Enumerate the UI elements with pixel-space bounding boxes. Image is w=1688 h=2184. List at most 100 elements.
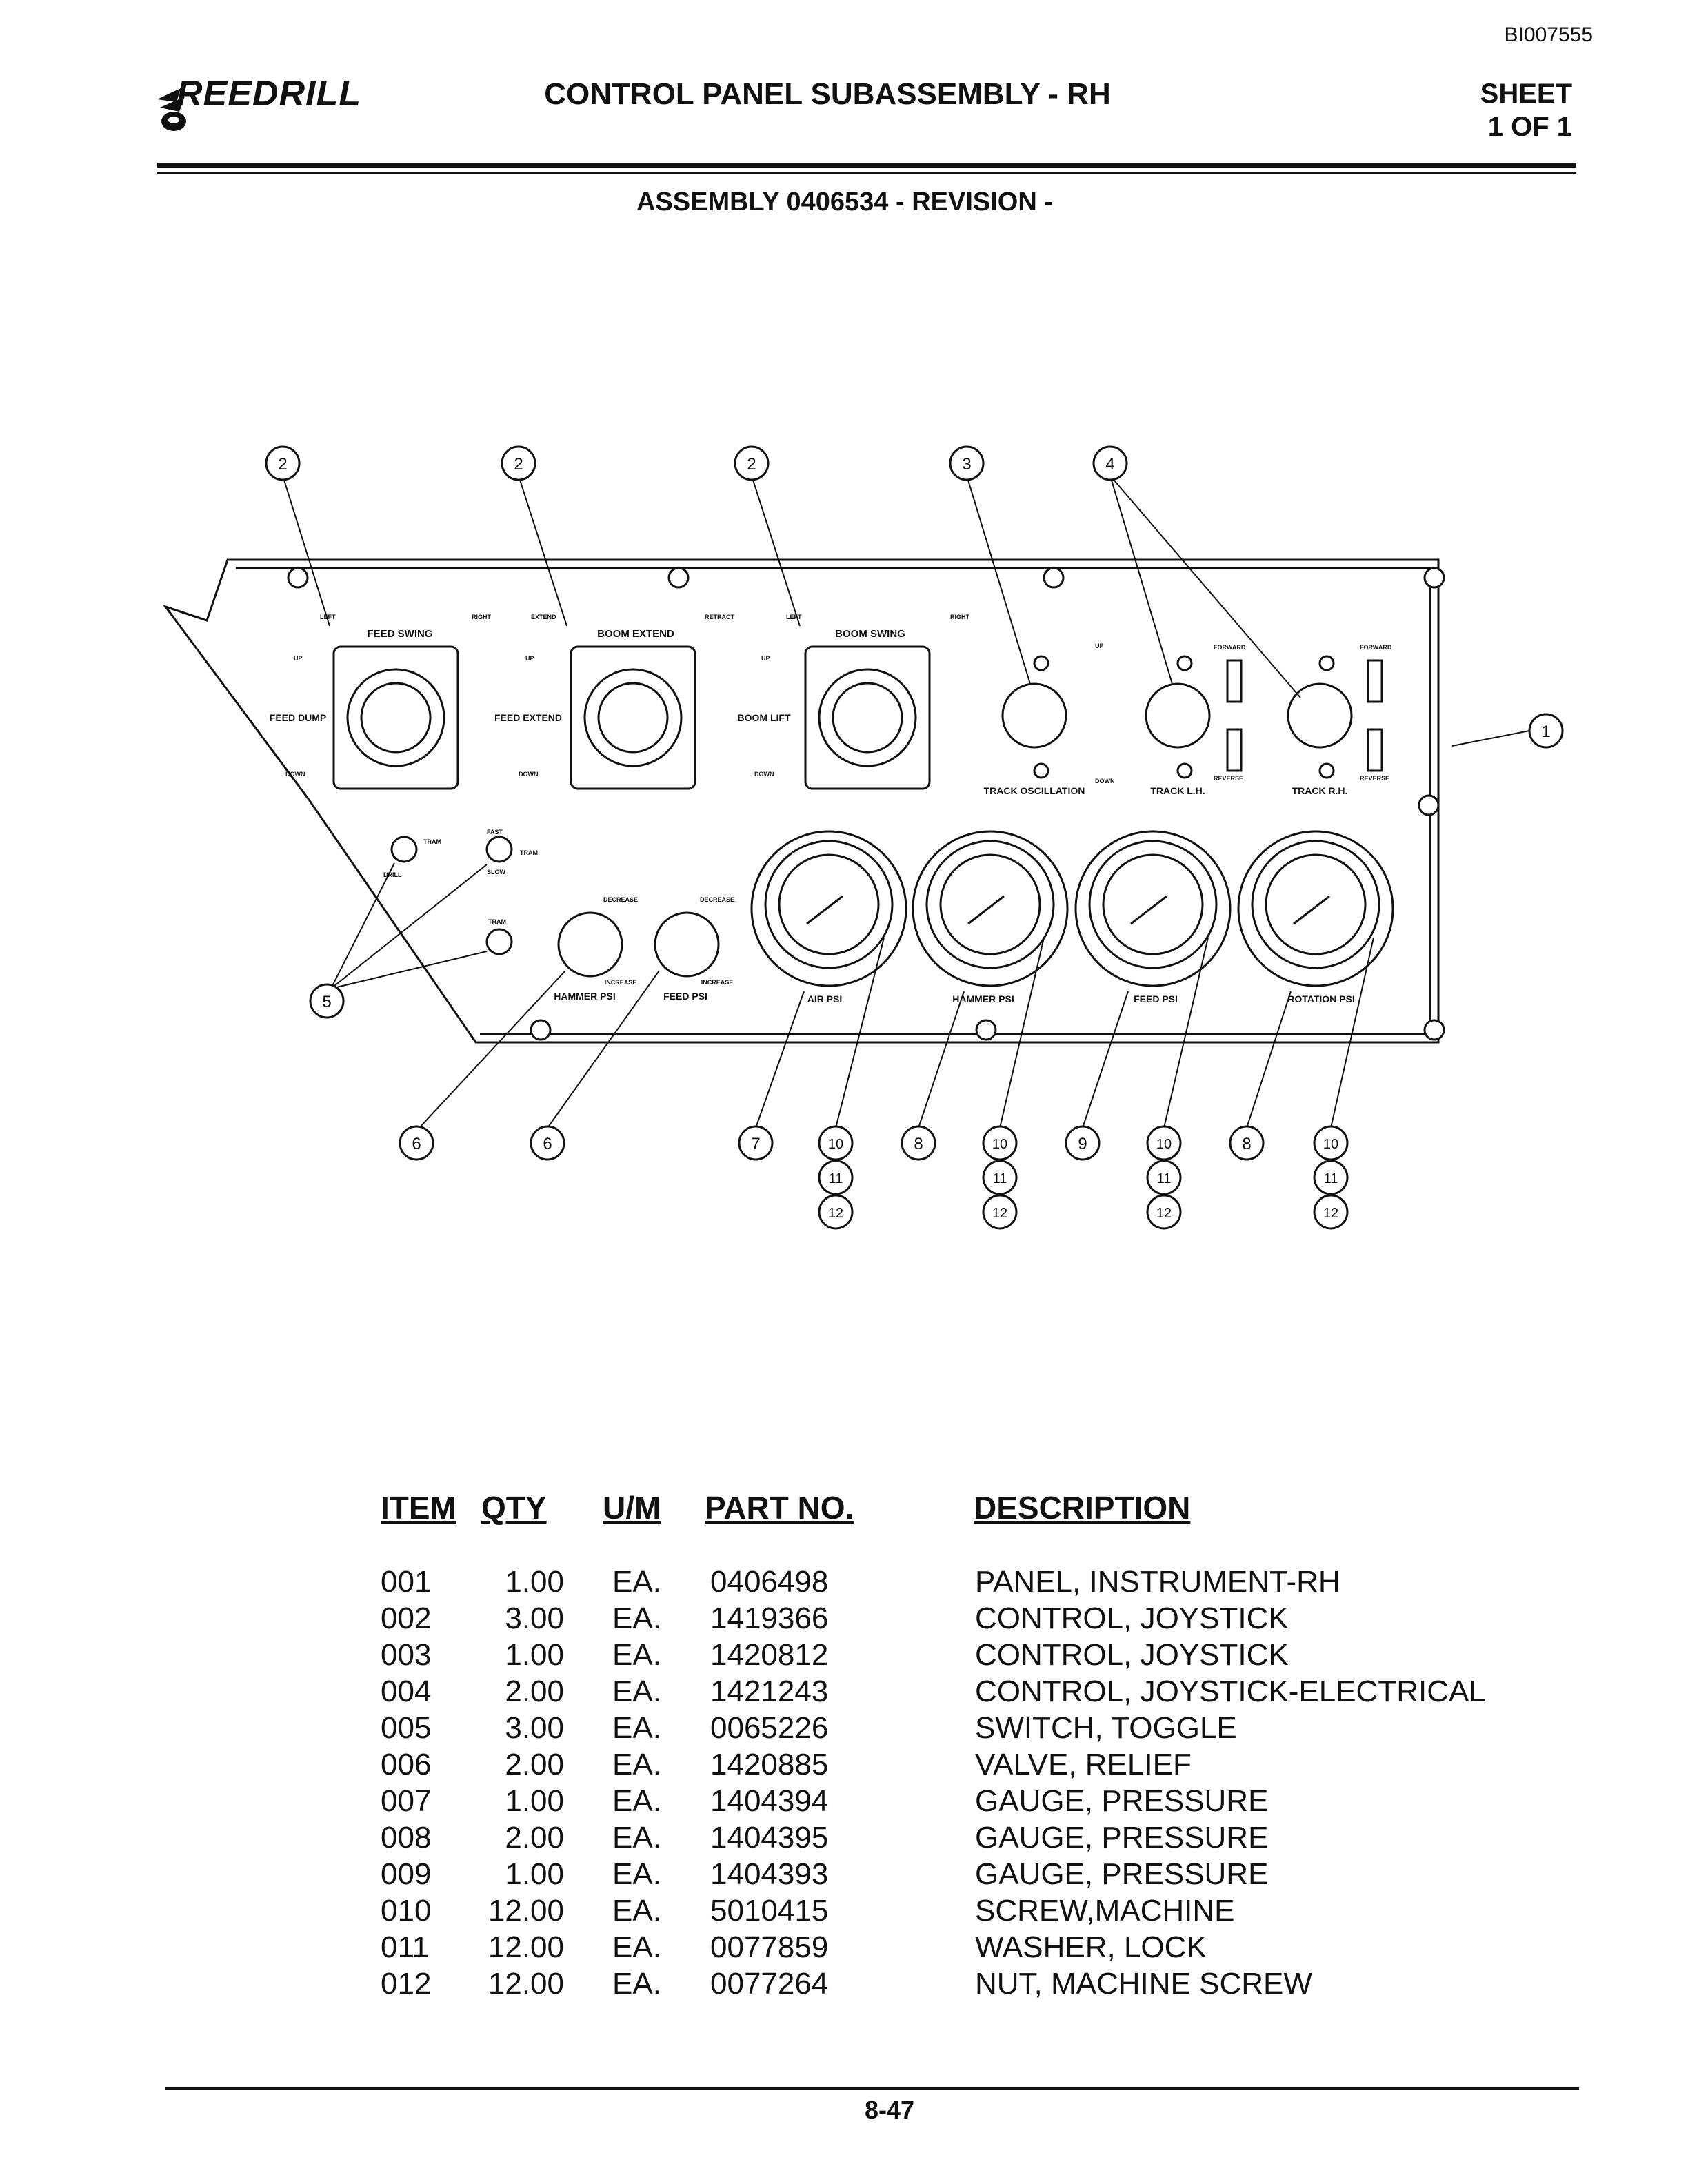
callout-number: 12 [1156, 1206, 1172, 1221]
assembly-title: ASSEMBLY 0406534 - REVISION - [636, 188, 1054, 216]
cell-qty: 12.00 [488, 1930, 564, 1964]
cell-desc: PANEL, INSTRUMENT-RH [975, 1565, 1340, 1599]
callout-number: 10 [1323, 1137, 1338, 1152]
page-number: 8-47 [864, 2096, 915, 2124]
gauge-label: FEED PSI [1134, 993, 1178, 1004]
header-rule [157, 163, 1576, 168]
mounting-hole [975, 1019, 997, 1041]
joystick-name: BOOM SWING [835, 628, 905, 640]
callout-bubble [1146, 1194, 1182, 1230]
track-lh-knob [1145, 682, 1211, 749]
panel-corner-edge [165, 605, 208, 622]
joystick-up-label: UP [761, 655, 770, 662]
track-down-label: DOWN [1095, 778, 1115, 785]
col-header-item: ITEM [381, 1490, 456, 1526]
relief-valves [557, 911, 720, 978]
col-header-qty: QTY [481, 1490, 547, 1526]
relief-increase-label: INCREASE [605, 979, 637, 986]
footer-rule [165, 2087, 1579, 2090]
cell-um: EA. [612, 1675, 661, 1708]
toggle-label: TRAM [423, 838, 441, 845]
mounting-hole [1423, 567, 1445, 589]
joystick-side-label: FEED EXTEND [494, 712, 562, 723]
mounting-hole [667, 567, 690, 589]
cell-part: 1420885 [710, 1748, 829, 1781]
track-up-label: UP [1095, 643, 1104, 649]
callout-numbers: 2 2 2 3 4 1 5 6 6 7 8 9 8 10 11 12 10 11… [278, 455, 1550, 1221]
track-oscillation-knob [1001, 682, 1067, 749]
joystick-right-label: RETRACT [705, 614, 734, 620]
cell-qty: 1.00 [505, 1565, 564, 1599]
callout-bubble [982, 1125, 1018, 1161]
cell-qty: 3.00 [505, 1711, 564, 1745]
callout-number: 12 [828, 1206, 843, 1221]
joystick-up-label: UP [294, 655, 303, 662]
callout-number: 4 [1105, 455, 1114, 474]
gauge-feed-psi [1074, 830, 1232, 987]
cell-part: 1421243 [710, 1675, 829, 1708]
cell-item: 001 [381, 1565, 432, 1599]
cell-desc: VALVE, RELIEF [975, 1748, 1192, 1781]
cell-item: 009 [381, 1857, 432, 1891]
track-label: TRACK OSCILLATION [984, 785, 1085, 796]
callout-number: 11 [993, 1171, 1007, 1186]
toggle-labels: TRAM DRILL FAST SLOW TRAM TRAM [383, 829, 538, 925]
cell-desc: SWITCH, TOGGLE [975, 1711, 1237, 1745]
cell-item: 007 [381, 1784, 432, 1818]
cell-desc: NUT, MACHINE SCREW [975, 1967, 1312, 2001]
brand-logo: REEDRILL [153, 72, 388, 141]
cell-part: 5010415 [710, 1894, 829, 1928]
joystick-right-label: RIGHT [472, 614, 492, 620]
cell-part: 0406498 [710, 1565, 829, 1599]
callout-bubble [1528, 713, 1564, 749]
document-id: BI007555 [1504, 23, 1593, 46]
callout-bubble [738, 1125, 774, 1161]
callout-bubble [818, 1160, 854, 1195]
header-rule-thin [157, 172, 1576, 174]
panel-outline [162, 558, 1440, 1044]
cell-desc: CONTROL, JOYSTICK [975, 1638, 1289, 1672]
callout-bubble [1146, 1125, 1182, 1161]
cell-item: 002 [381, 1601, 432, 1635]
cell-desc: GAUGE, PRESSURE [975, 1821, 1269, 1854]
gauge-label: HAMMER PSI [952, 993, 1014, 1004]
callout-number: 12 [992, 1206, 1007, 1221]
callout-number: 9 [1078, 1135, 1087, 1153]
joystick-boom-swing [804, 645, 931, 790]
relief-increase-label: INCREASE [701, 979, 734, 986]
cell-item: 006 [381, 1748, 432, 1781]
cell-part: 1404393 [710, 1857, 829, 1891]
brand-name: REEDRILL [177, 74, 361, 114]
toggle-switch [390, 836, 418, 863]
callout-bubble [1313, 1194, 1349, 1230]
sheet-number: 1 OF 1 [1487, 112, 1572, 142]
relief-decrease-label: DECREASE [700, 896, 734, 903]
cell-part: 0077264 [710, 1967, 829, 2001]
cell-desc: CONTROL, JOYSTICK-ELECTRICAL [975, 1675, 1486, 1708]
cell-desc: WASHER, LOCK [975, 1930, 1207, 1964]
cell-desc: GAUGE, PRESSURE [975, 1784, 1269, 1818]
track-forward-label: FORWARD [1214, 644, 1246, 651]
cell-item: 010 [381, 1894, 432, 1928]
relief-decrease-label: DECREASE [603, 896, 638, 903]
cell-um: EA. [612, 1894, 661, 1928]
callout-bubble [1146, 1160, 1182, 1195]
toggle-label: SLOW [487, 869, 506, 876]
relief-label: HAMMER PSI [554, 991, 615, 1002]
callout-number: 11 [829, 1171, 843, 1186]
gauge-label: AIR PSI [807, 993, 843, 1004]
gauge-air-psi [750, 830, 907, 987]
callout-bubble [501, 445, 536, 481]
toggle-switch [485, 836, 513, 863]
cell-item: 003 [381, 1638, 432, 1672]
toggle-label: FAST [487, 829, 503, 836]
callout-bubbles [265, 445, 1564, 1230]
cell-um: EA. [612, 1857, 661, 1891]
